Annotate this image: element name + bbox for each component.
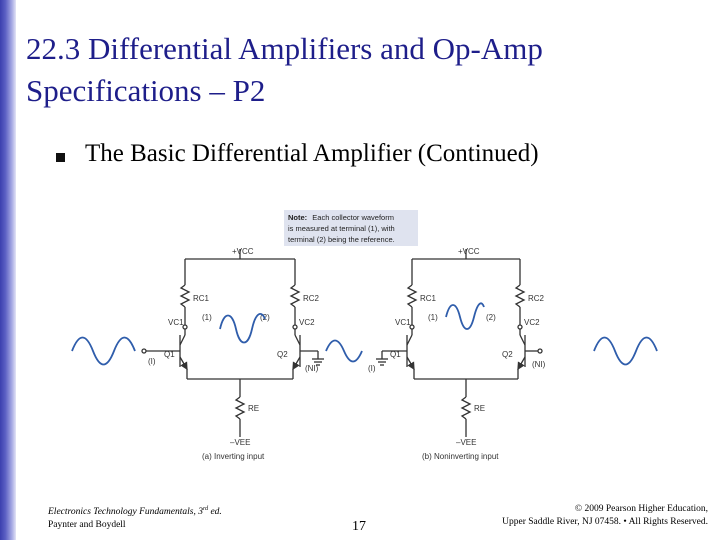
footer-book-title: Electronics Technology Fundamentals, 3rd… — [48, 506, 222, 518]
left-circuit — [141, 249, 324, 437]
left-vc2-label: VC2 — [299, 318, 315, 327]
right-terminal-2-label: (2) — [486, 313, 496, 322]
left-caption: (a) Inverting input — [202, 452, 265, 461]
slide-title: 22.3 Differential Amplifiers and Op-Amp … — [26, 28, 706, 112]
title-line-2: Specifications – P2 — [26, 73, 266, 108]
left-waveforms — [71, 313, 363, 366]
copyright-line-1: © 2009 Pearson Higher Education, — [574, 504, 708, 514]
right-circuit — [376, 249, 543, 437]
note-line-3: terminal (2) being the reference. — [288, 235, 395, 244]
left-vee-label: –VEE — [230, 438, 250, 447]
left-circuit-labels: +VCC RC1 RC2 VC1 VC2 (1) (2) Q1 Q2 (I) (… — [148, 247, 320, 461]
title-line-1: 22.3 Differential Amplifiers and Op-Amp — [26, 31, 543, 66]
copyright-line-2: Upper Saddle River, NJ 07458. • All Righ… — [502, 517, 708, 527]
right-rc1-label: RC1 — [420, 294, 437, 303]
note-box: Note: Each collector waveform is measure… — [284, 210, 418, 246]
right-caption: (b) Noninverting input — [422, 452, 499, 461]
square-bullet-icon — [56, 152, 65, 162]
right-vcc-label: +VCC — [458, 247, 480, 256]
bullet-text: The Basic Differential Amplifier (Contin… — [85, 140, 539, 167]
right-waveforms — [445, 302, 658, 366]
right-q1-label: Q1 — [390, 350, 401, 359]
left-q2-label: Q2 — [277, 350, 288, 359]
right-vc2-label: VC2 — [524, 318, 540, 327]
right-rc2-label: RC2 — [528, 294, 545, 303]
left-terminal-1-label: (1) — [202, 313, 212, 322]
right-input-i-label: (I) — [368, 364, 376, 373]
note-line-2: is measured at terminal (1), with — [288, 224, 395, 233]
left-input-ni-label: (NI) — [305, 364, 319, 373]
footer-copyright: © 2009 Pearson Higher Education, Upper S… — [408, 503, 708, 529]
slide-sidebar-band — [0, 0, 16, 540]
bullet-item: The Basic Differential Amplifier (Contin… — [56, 140, 539, 168]
left-vcc-label: +VCC — [232, 247, 254, 256]
right-q2-label: Q2 — [502, 350, 513, 359]
footer-book-info: Electronics Technology Fundamentals, 3rd… — [48, 503, 222, 532]
right-re-label: RE — [474, 404, 485, 413]
left-rc2-label: RC2 — [303, 294, 320, 303]
right-circuit-labels: +VCC RC1 RC2 VC1 VC2 (1) (2) Q1 Q2 (I) (… — [368, 247, 546, 461]
left-vc1-label: VC1 — [168, 318, 184, 327]
note-bold: Note: — [288, 213, 307, 222]
svg-text:Note: Each collector wav: Note: Each collector waveform — [288, 213, 394, 222]
page-number: 17 — [352, 519, 366, 534]
footer-authors: Paynter and Boydell — [48, 520, 126, 531]
left-q1-label: Q1 — [164, 350, 175, 359]
right-vc1-label: VC1 — [395, 318, 411, 327]
left-re-label: RE — [248, 404, 259, 413]
right-input-ni-label: (NI) — [532, 360, 546, 369]
note-line-1: Each collector waveform — [312, 213, 394, 222]
differential-amplifier-figure: Note: Each collector waveform is measure… — [71, 210, 658, 461]
left-input-i-label: (I) — [148, 357, 156, 366]
left-rc1-label: RC1 — [193, 294, 210, 303]
right-terminal-1-label: (1) — [428, 313, 438, 322]
right-vee-label: –VEE — [456, 438, 476, 447]
